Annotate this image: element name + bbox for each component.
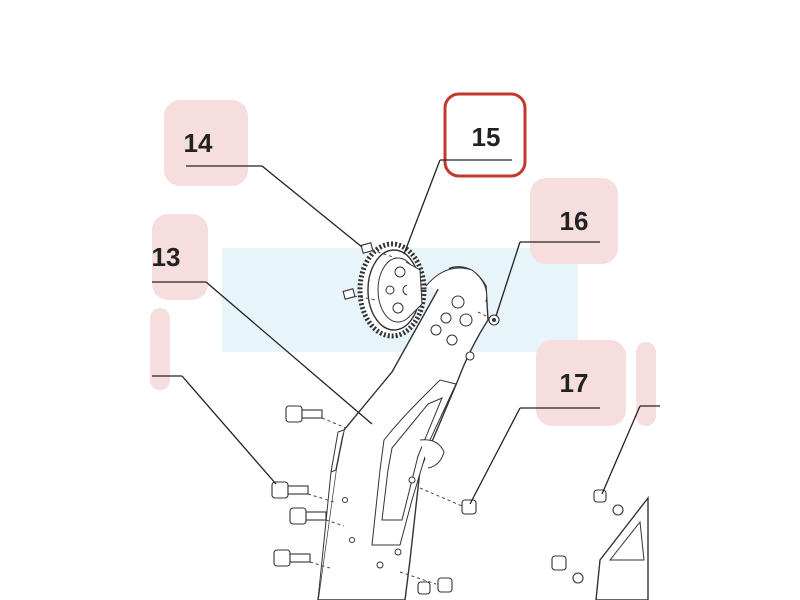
callout-17[interactable]: 17 (469, 340, 626, 505)
callout-14[interactable]: 14 (164, 100, 363, 248)
callout-16-label: 16 (560, 206, 589, 236)
side-plate (317, 266, 489, 600)
callout-17-label: 17 (560, 368, 589, 398)
gear-part (357, 241, 427, 339)
left-bolts (271, 405, 347, 569)
plate-nuts (465, 311, 500, 361)
gear-bolts (342, 242, 397, 301)
callout-15-label: 15 (472, 122, 501, 152)
callout-cropped-left (150, 308, 277, 485)
right-nuts (399, 487, 477, 595)
callout-15[interactable]: 15 (403, 92, 527, 255)
callout-cropped-right (601, 342, 660, 495)
callout-16[interactable]: 16 (495, 178, 618, 317)
callout-13[interactable]: 13 (152, 214, 373, 425)
right-assembly (551, 489, 649, 600)
callout-13-label: 13 (152, 242, 181, 272)
callout-14-label: 14 (184, 128, 213, 158)
